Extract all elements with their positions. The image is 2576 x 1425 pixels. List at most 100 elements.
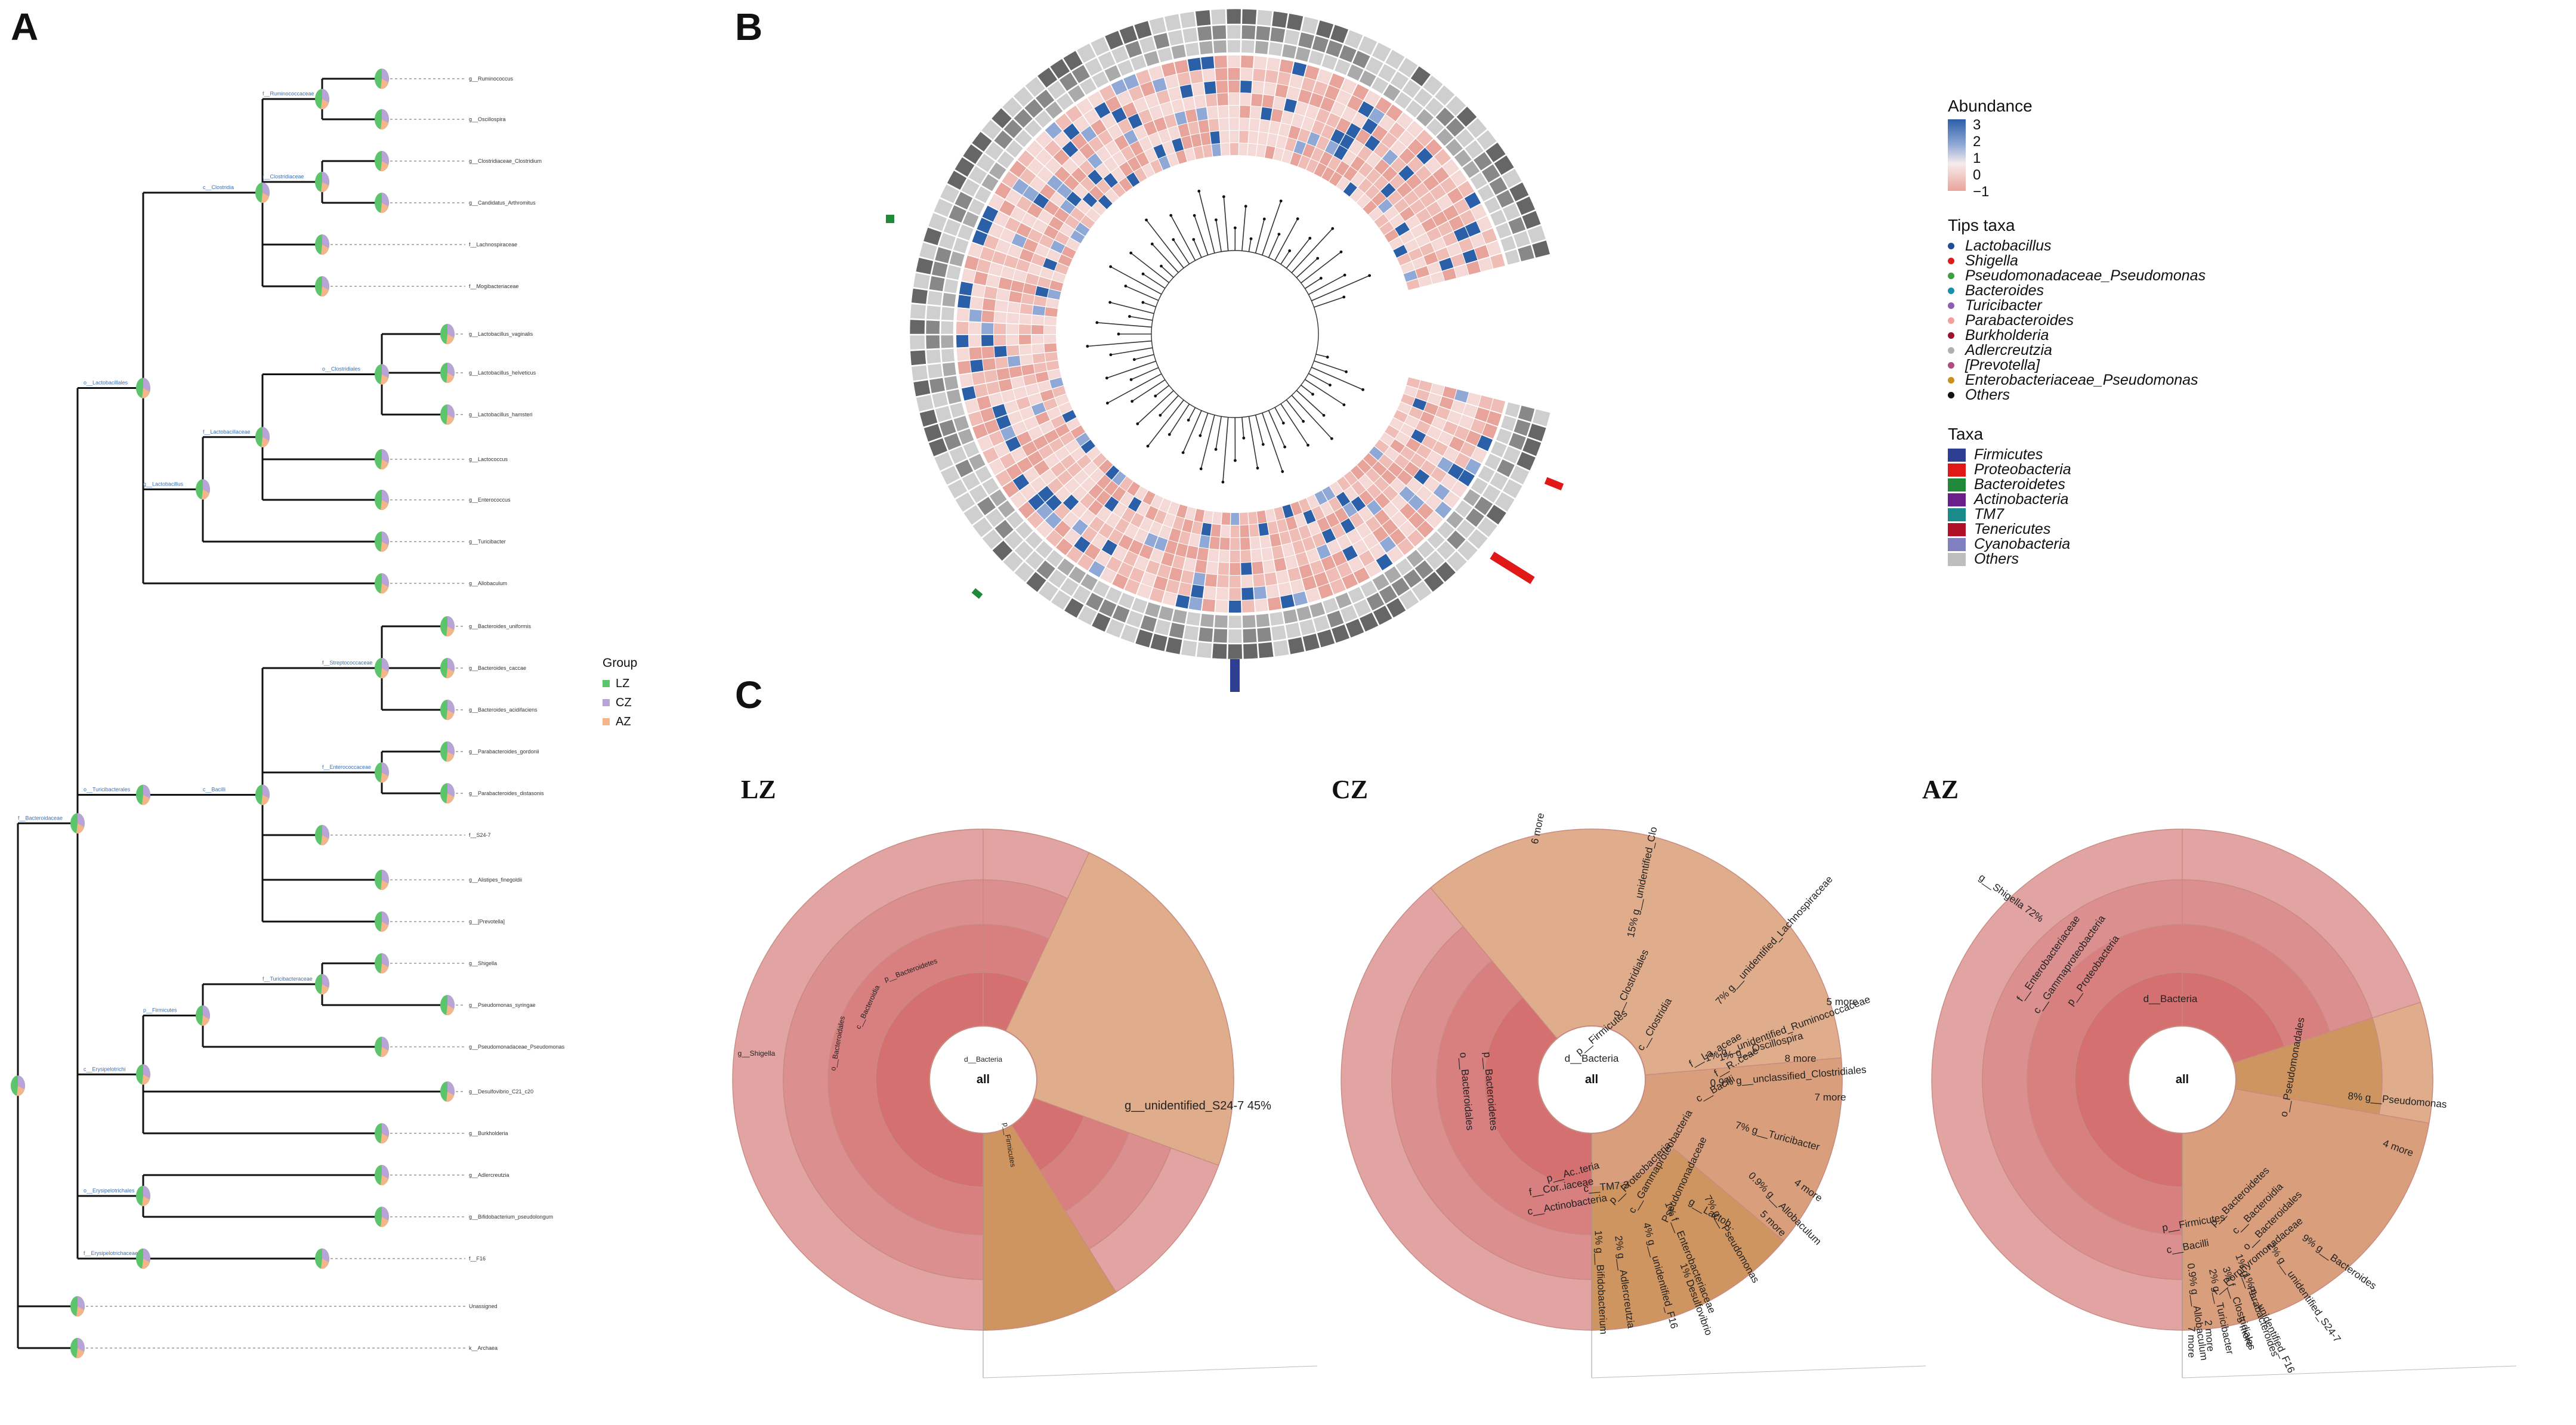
heatmap-cell: [969, 347, 982, 360]
heatmap-cell: [986, 381, 1000, 395]
grey-ring-cell: [1112, 604, 1131, 623]
heatmap-cell: [1425, 493, 1443, 511]
circular-tree-tip: [1234, 459, 1237, 462]
grey-ring-cell: [1241, 24, 1256, 40]
grey-ring-cell: [909, 335, 925, 350]
node-pie-az: [202, 489, 209, 500]
heatmap-cell: [1221, 525, 1230, 537]
circular-tree-branch: [1097, 322, 1152, 328]
heatmap-cell: [1174, 60, 1189, 74]
heatmap-cell: [1267, 133, 1278, 147]
tip-marker: [70, 1296, 85, 1317]
heatmap-cell: [1229, 575, 1241, 588]
circular-tree-tip: [1342, 295, 1346, 299]
heatmap-cell: [1037, 276, 1052, 289]
grey-ring-cell: [947, 478, 968, 499]
heatmap-cell: [1210, 524, 1221, 537]
heatmap-cell: [1278, 123, 1291, 137]
grey-ring-cell: [977, 496, 996, 516]
taxa-title: Taxa: [1948, 425, 1984, 443]
heatmap-cell: [1188, 596, 1203, 611]
tips-taxa-swatch: [1948, 362, 1954, 369]
heatmap-cell: [1059, 223, 1074, 237]
grey-ring-cell: [1360, 580, 1378, 598]
grey-ring-cell: [1213, 628, 1228, 644]
heatmap-cell: [1239, 131, 1249, 143]
heatmap-cell: [1048, 369, 1061, 380]
heatmap-cell: [1395, 222, 1410, 236]
tips-taxa-label: Pseudomonadaceae_Pseudomonas: [1965, 267, 2206, 284]
heatmap-cell: [1423, 175, 1440, 191]
heatmap-cell: [1443, 491, 1460, 508]
heatmap-cell: [1365, 184, 1380, 200]
heatmap-cell: [1239, 512, 1249, 525]
grey-ring-cell: [996, 150, 1015, 169]
heatmap-cell: [1393, 410, 1408, 423]
heatmap-cell: [1437, 457, 1453, 473]
grey-ring-cell: [928, 437, 948, 457]
heatmap-cell: [1327, 156, 1342, 171]
heatmap-cell: [1080, 126, 1097, 143]
heatmap-cell: [1028, 493, 1045, 511]
heatmap-cell: [1079, 143, 1095, 159]
heatmap-cell: [1020, 168, 1036, 185]
grey-ring-cell: [1143, 50, 1160, 67]
node-pie-az: [142, 1074, 150, 1085]
node-pie-az: [446, 1005, 454, 1016]
heatmap-cell: [1179, 84, 1193, 98]
grey-ring-cell: [916, 394, 934, 412]
grey-ring-cell: [962, 441, 980, 458]
grey-ring-cell: [953, 237, 969, 254]
heatmap-cell: [1406, 279, 1420, 290]
tips-taxa-label: Enterobacteriaceae_Pseudomonas: [1965, 372, 2198, 388]
heatmap-cell: [1390, 157, 1407, 174]
heatmap-cell: [1290, 579, 1305, 594]
heatmap-cell: [1185, 506, 1196, 521]
krona-label: 7 more: [1815, 1092, 1846, 1103]
tips-taxa-row: Shigella: [1948, 252, 2206, 269]
grey-ring-cell: [1212, 24, 1227, 40]
node-pie-cz: [447, 700, 455, 713]
heatmap-cell: [1202, 69, 1215, 82]
grey-ring-cell: [910, 350, 926, 366]
heatmap-cell: [1145, 560, 1160, 576]
heatmap-cell: [1453, 198, 1470, 215]
group-legend: Group LZ CZ AZ: [603, 656, 637, 731]
heatmap-cell: [1394, 198, 1409, 214]
node-pie-cz: [382, 573, 389, 587]
circular-tree-tip: [1222, 195, 1225, 199]
grey-ring-cell: [1476, 129, 1497, 151]
heatmap-cell: [996, 415, 1011, 430]
abundance-title: Abundance: [1948, 97, 2033, 115]
heatmap-cell: [1490, 254, 1505, 269]
grey-ring-cell: [1500, 235, 1516, 252]
heatmap-cell: [1169, 567, 1183, 582]
tip-marker: [375, 573, 389, 594]
heatmap-cell: [1399, 486, 1415, 502]
heatmap-cell: [1006, 345, 1020, 356]
grey-ring-cell: [954, 191, 974, 210]
grey-ring-cell: [1013, 108, 1033, 128]
heatmap-cell: [1240, 106, 1250, 118]
heatmap-cell: [994, 441, 1010, 458]
heatmap-cell: [981, 347, 994, 358]
grey-ring-cell: [1227, 24, 1241, 39]
node-pie-az: [142, 795, 150, 805]
circular-tree-branch: [1301, 385, 1314, 395]
tip-label: g__Parabacteroides_distasonis: [469, 790, 544, 796]
heatmap-cell: [1055, 262, 1069, 275]
circular-tree-tip: [1154, 394, 1157, 398]
heatmap-cell: [1124, 523, 1139, 539]
heatmap-cell: [1142, 163, 1155, 178]
heatmap-cell: [1034, 243, 1050, 258]
heatmap-cell: [1049, 280, 1064, 292]
grey-ring-cell: [1496, 189, 1515, 208]
grey-ring-cell: [1378, 585, 1398, 604]
heatmap-cell: [994, 346, 1007, 357]
internal-node-marker: [136, 784, 150, 805]
heatmap-cell: [1275, 84, 1289, 98]
heatmap-cell: [1133, 168, 1147, 183]
heatmap-cell: [1023, 239, 1039, 253]
heatmap-cell: [1379, 115, 1395, 131]
